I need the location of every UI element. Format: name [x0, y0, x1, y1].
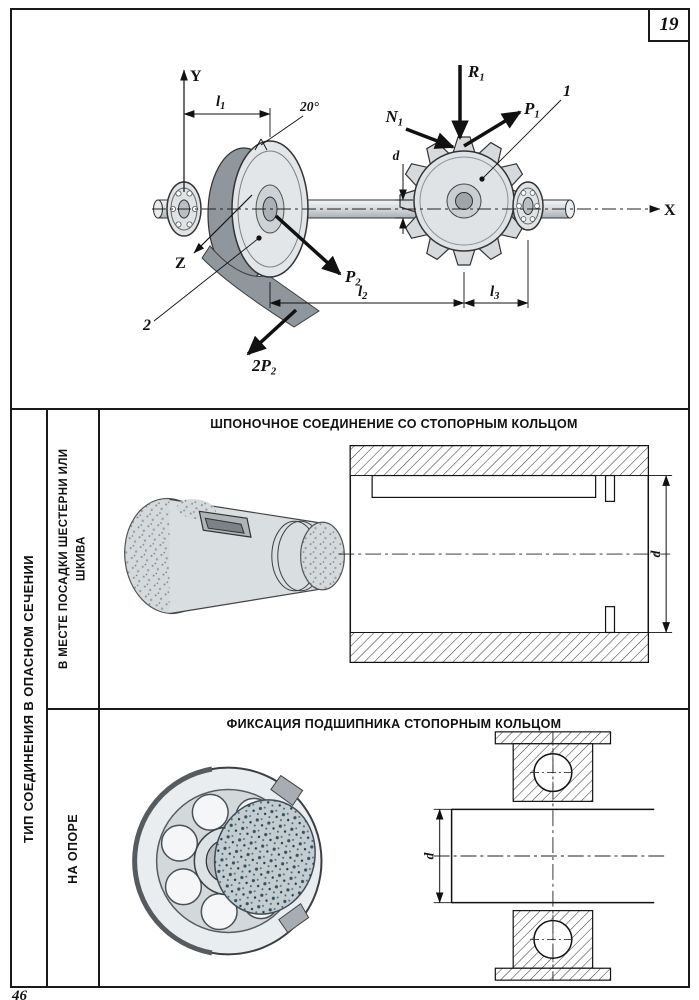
force-n1: N1: [384, 107, 455, 149]
dimension-l1: l1: [183, 94, 271, 137]
force-belt-resultant: 2P2: [246, 308, 298, 378]
dim-d-label: d: [393, 148, 400, 163]
callout-pulley-label: 2: [142, 317, 151, 334]
keyway-section: [371, 474, 597, 499]
row1-dim-d-label: d: [648, 550, 663, 557]
keyed-joint-section: d: [338, 445, 673, 664]
z-axis-label: Z: [175, 255, 186, 272]
force-p2: P2: [274, 214, 361, 289]
bearing-render: [132, 766, 323, 956]
dim-l3-label: l3: [490, 284, 499, 302]
dimension-l3: l3: [463, 240, 529, 308]
force-p1: P1: [463, 99, 540, 148]
right-bearing: [512, 181, 544, 231]
shaft-scheme-diagram: X Y Z l1: [142, 62, 676, 378]
force-p2-label: P2: [344, 267, 361, 289]
groove-angle-label: 20°: [299, 99, 320, 114]
callout-pulley: 2: [142, 235, 262, 334]
force-belt-resultant-label: 2P2: [251, 356, 277, 378]
callout-gear: 1: [479, 83, 571, 182]
force-r1-label: R1: [467, 62, 485, 84]
shaft-loading-scheme-section: X Y Z l1: [12, 10, 688, 408]
z-axis: Z: [175, 194, 253, 272]
row2-place-label: НА ОПОРЕ: [65, 814, 80, 884]
table-row-header: ТИП СОЕДИНЕНИЯ В ОПАСНОМ СЕЧЕНИИ: [21, 554, 37, 844]
bearing-fixing-diagram: d: [132, 731, 667, 981]
x-axis-label: X: [664, 202, 676, 219]
pulley: [201, 140, 320, 328]
row2-title: ФИКСАЦИЯ ПОДШИПНИКА СТОПОРНЫМ КОЛЬЦОМ: [226, 717, 562, 731]
gear: [399, 136, 529, 266]
callout-gear-label: 1: [563, 83, 571, 100]
keyed-shaft-render: [124, 497, 345, 615]
row2-place-cell: НА ОПОРЕ: [48, 710, 100, 988]
cut-face: [213, 799, 316, 915]
force-r1: R1: [451, 62, 485, 140]
force-n1-label: N1: [384, 107, 403, 129]
y-axis-label: Y: [190, 68, 202, 85]
row1-title: ШПОНОЧНОЕ СОЕДИНЕНИЕ СО СТОПОРНЫМ КОЛЬЦО…: [210, 417, 578, 431]
joint-types-table: ТИП СОЕДИНЕНИЯ В ОПАСНОМ СЕЧЕНИИ В МЕСТЕ…: [12, 408, 688, 988]
page-number: 46: [12, 988, 27, 1000]
x-axis: X: [152, 202, 676, 219]
dim-l1-label: l1: [216, 94, 225, 112]
y-axis: Y: [180, 68, 202, 192]
row-bearing-fixing: ФИКСАЦИЯ ПОДШИПНИКА СТОПОРНЫМ КОЛЬЦОМ: [100, 710, 688, 988]
groove-angle: 20°: [254, 99, 320, 151]
force-p1-label: P1: [523, 99, 540, 121]
page-frame: X Y Z l1: [10, 8, 690, 988]
figure-number: 19: [648, 10, 688, 42]
dimension-d: d: [393, 148, 413, 234]
retaining-ring-top: [604, 474, 616, 502]
row2-dim-d-label: d: [422, 852, 437, 859]
row1-place-cell: В МЕСТЕ ПОСАДКИ ШЕСТЕРНИ ИЛИ ШКИВА: [48, 410, 100, 710]
table-row-header-cell: ТИП СОЕДИНЕНИЯ В ОПАСНОМ СЕЧЕНИИ: [12, 410, 48, 988]
row-keyed-joint: ШПОНОЧНОЕ СОЕДИНЕНИЕ СО СТОПОРНЫМ КОЛЬЦО…: [100, 410, 688, 710]
retaining-ring-bottom: [604, 606, 616, 634]
keyed-joint-diagram: d: [124, 445, 673, 664]
dimension-l2: l2: [269, 272, 465, 308]
dim-l2-label: l2: [358, 284, 368, 302]
row1-place-label: В МЕСТЕ ПОСАДКИ ШЕСТЕРНИ ИЛИ ШКИВА: [57, 448, 87, 670]
bearing-section: d: [422, 731, 667, 981]
